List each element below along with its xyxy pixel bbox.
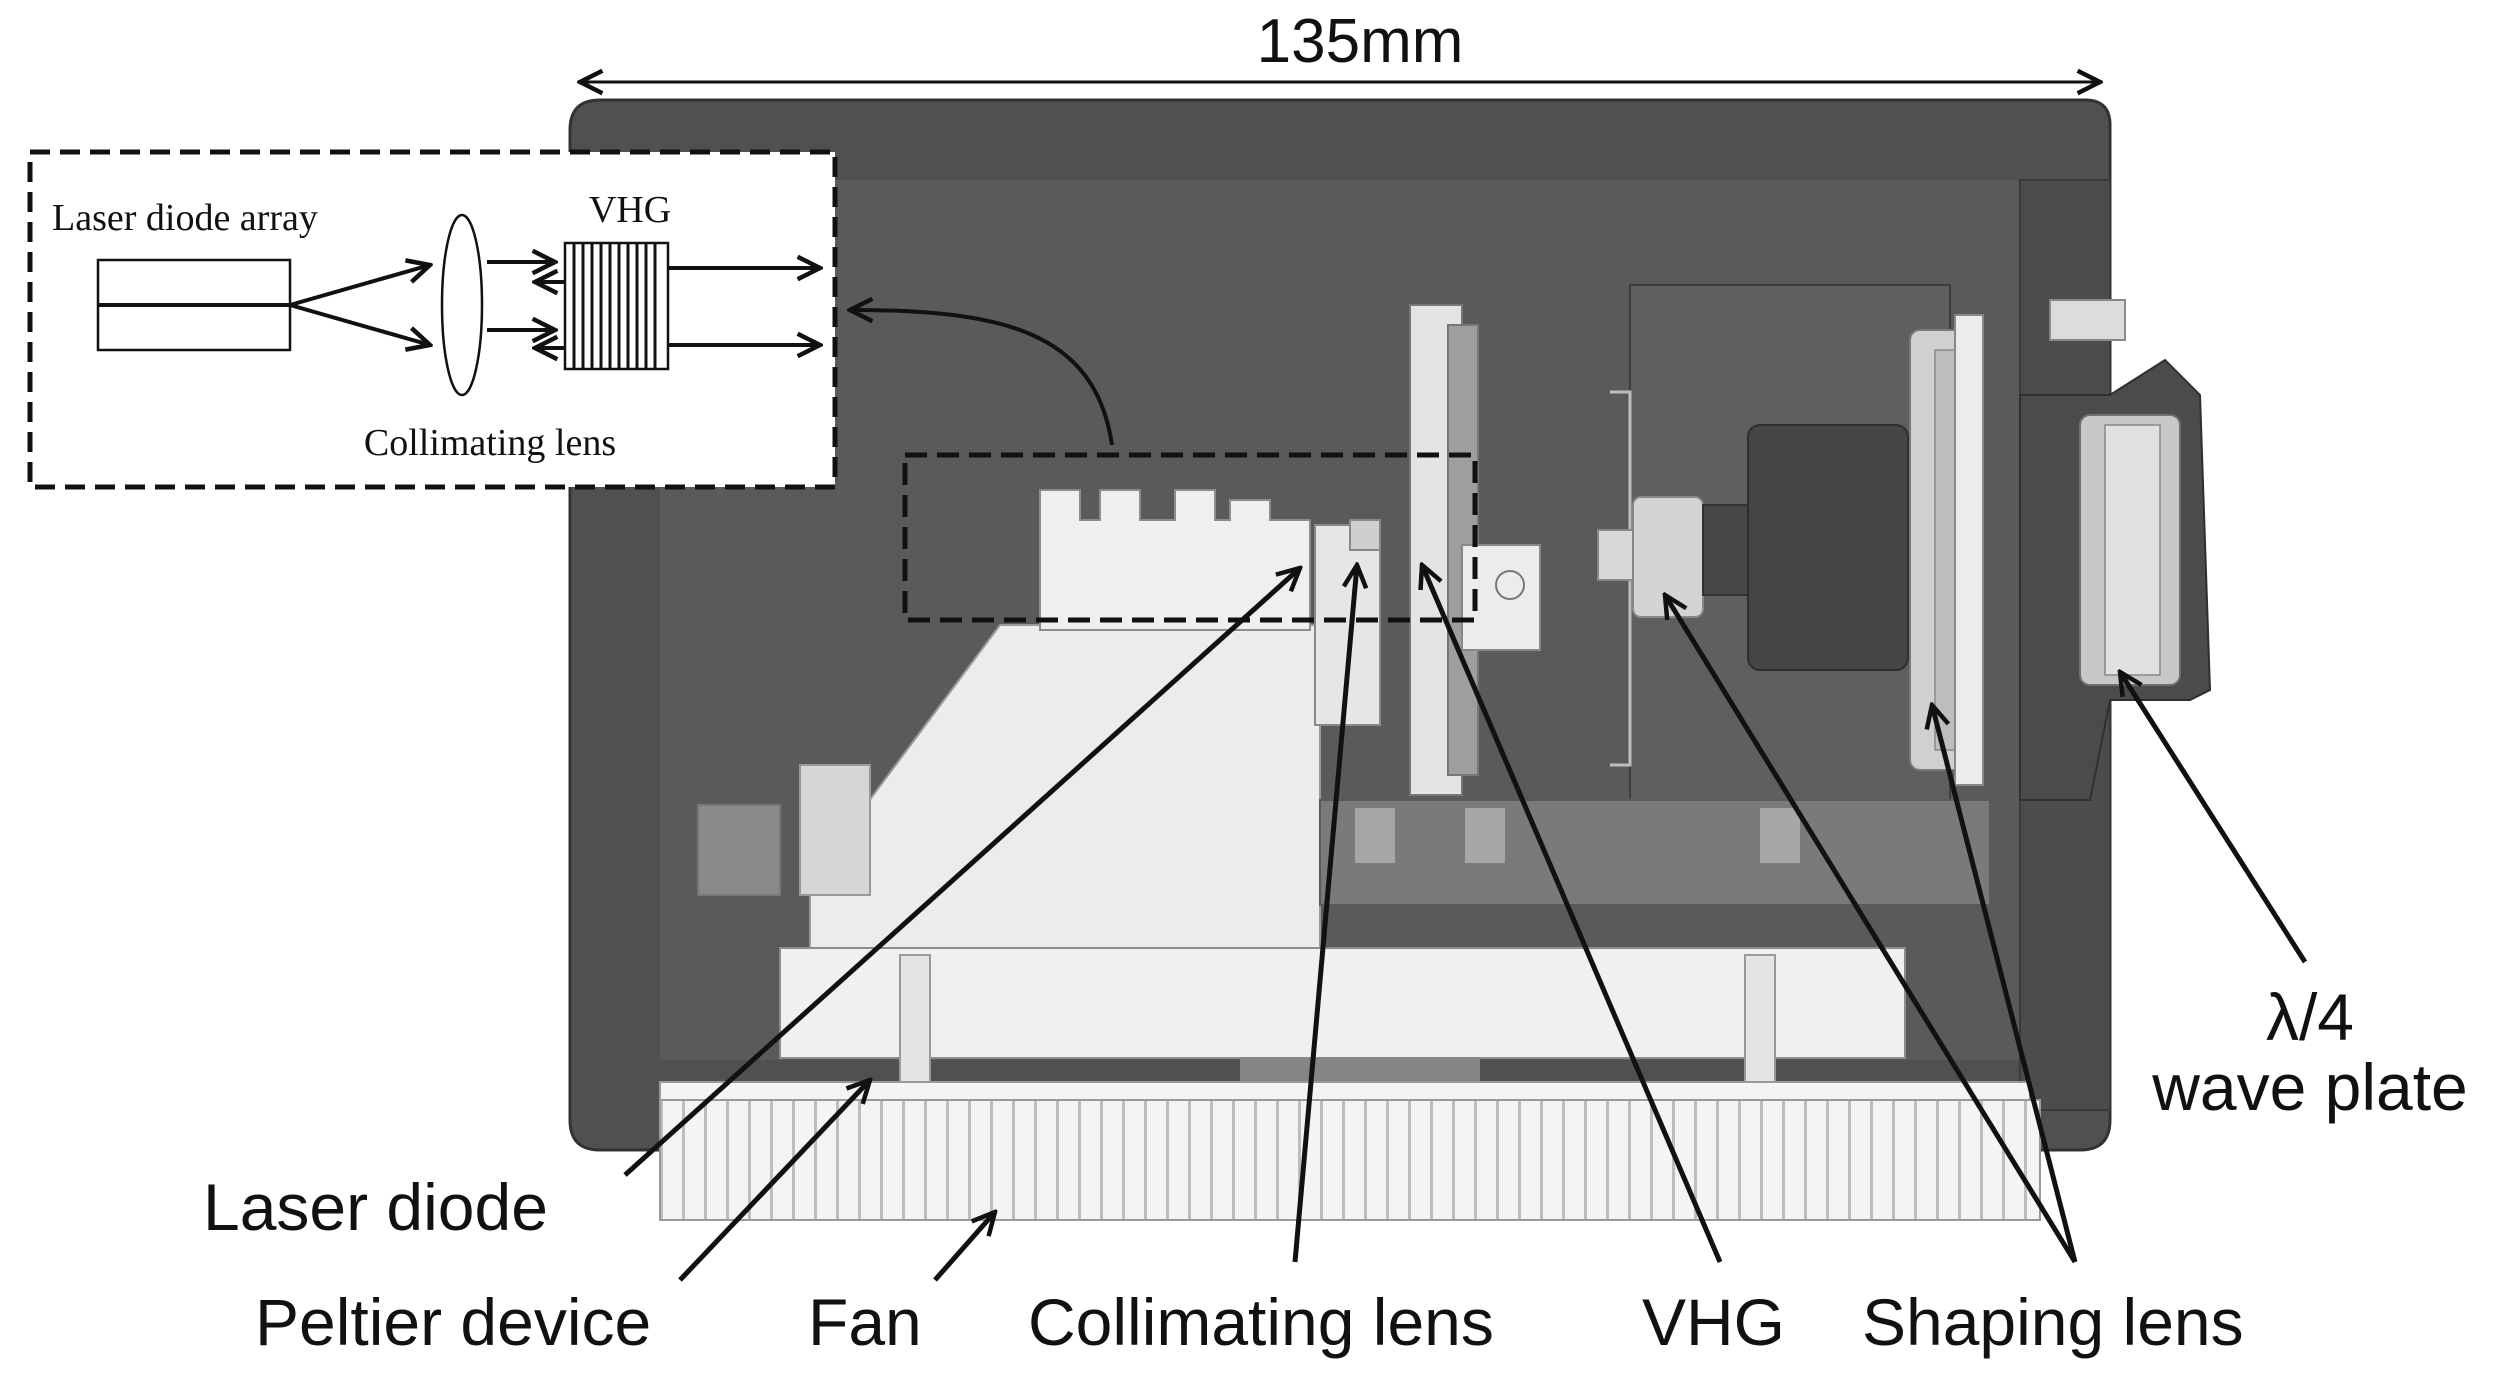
laser-diode-block xyxy=(1039,489,1311,631)
peltier-arrow xyxy=(678,1080,870,1282)
inset-schematic: Laser diode array VHG Collimating lens xyxy=(27,149,838,490)
peltier-base-plate xyxy=(779,947,1906,1059)
side-block xyxy=(697,804,781,896)
highlight-to-inset-arrow xyxy=(850,310,1114,446)
label-wave-plate-line2: wave plate xyxy=(2151,1050,2468,1124)
collimating-lens-arrow xyxy=(1292,565,1357,1263)
label-vhg: VHG xyxy=(1642,1285,1785,1359)
fan-heatsink xyxy=(659,1099,2041,1221)
label-laser-diode: Laser diode xyxy=(203,1170,548,1244)
callout-arrows xyxy=(623,565,2308,1282)
fan-arrow xyxy=(933,1212,995,1282)
inset-vhg xyxy=(563,241,670,371)
wave-plate-arrow xyxy=(2120,672,2308,964)
label-collimating-lens: Collimating lens xyxy=(1028,1285,1494,1359)
shaping-lens-arrow-2 xyxy=(1932,705,2078,1263)
shaping-lens-arrow-1 xyxy=(1665,595,2078,1264)
shaping-lens-barrel xyxy=(1747,424,1909,671)
vhg-arrow xyxy=(1422,565,1723,1263)
label-wave-plate-line1: λ/4 xyxy=(2266,980,2354,1054)
inset-lens-label: Collimating lens xyxy=(364,422,616,464)
label-peltier-device: Peltier device xyxy=(255,1285,651,1359)
highlight-box xyxy=(902,452,1478,623)
inset-vhg-label: VHG xyxy=(589,189,671,231)
component-labels: Laser diode Peltier device Fan Collimati… xyxy=(203,980,2468,1359)
laser-diode-arrow xyxy=(623,568,1300,1177)
dimension-indicator: 135mm xyxy=(580,7,2100,82)
dimension-label: 135mm xyxy=(1257,7,1464,76)
mechanical-components xyxy=(659,284,2212,1221)
inset-collimating-lens xyxy=(440,213,484,397)
inset-laser-array-label: Laser diode array xyxy=(52,197,318,239)
driver-board xyxy=(1319,799,1991,906)
post xyxy=(799,764,871,896)
label-fan: Fan xyxy=(808,1285,922,1359)
label-shaping-lens: Shaping lens xyxy=(1862,1285,2244,1359)
